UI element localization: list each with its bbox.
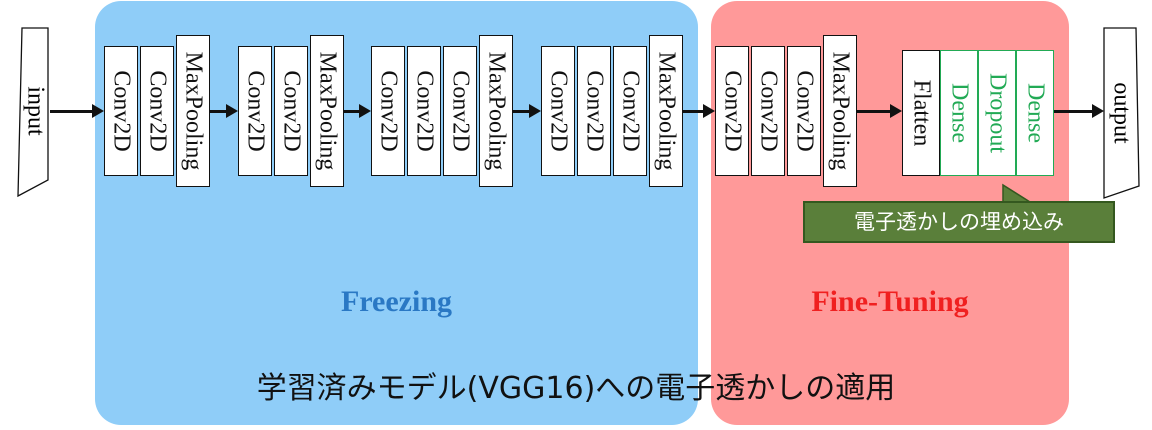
maxpooling-layer: MaxPooling (649, 35, 683, 187)
watermark-dense-layer-label: Dense (946, 83, 973, 143)
conv2d-layer-label: Conv2D (144, 70, 171, 152)
conv2d-layer: Conv2D (371, 46, 405, 176)
maxpooling-layer: MaxPooling (176, 35, 210, 187)
conv2d-layer-label: Conv2D (447, 70, 474, 152)
conv2d-layer-label: Conv2D (108, 70, 135, 152)
watermark-dropout-layer-label: Dropout (984, 73, 1011, 153)
diagram-caption: 学習済みモデル(VGG16)への電子透かしの適用 (256, 371, 896, 406)
watermark-dense-layer: Dense (1016, 50, 1054, 176)
conv2d-layer-label: Conv2D (242, 70, 269, 152)
conv2d-layer-label: Conv2D (791, 70, 818, 152)
maxpooling-layer-label: MaxPooling (827, 51, 854, 171)
arrow-block-1 (210, 104, 238, 118)
conv2d-layer-label: Conv2D (411, 70, 438, 152)
conv2d-layer: Conv2D (577, 46, 611, 176)
conv2d-layer: Conv2D (238, 46, 272, 176)
maxpooling-layer: MaxPooling (310, 35, 344, 187)
input-label: input (22, 86, 49, 136)
conv2d-layer: Conv2D (613, 46, 647, 176)
conv2d-layer: Conv2D (787, 46, 821, 176)
maxpooling-layer: MaxPooling (823, 35, 857, 187)
conv2d-layer: Conv2D (140, 46, 174, 176)
arrow-block-2 (344, 104, 371, 118)
conv2d-layer-label: Conv2D (719, 70, 746, 152)
maxpooling-layer-label: MaxPooling (483, 51, 510, 171)
arrow-input (50, 104, 104, 118)
conv2d-layer: Conv2D (407, 46, 441, 176)
flatten-layer-label: Flatten (908, 79, 935, 147)
maxpooling-layer: MaxPooling (479, 35, 513, 187)
conv2d-layer-label: Conv2D (617, 70, 644, 152)
conv2d-layer: Conv2D (274, 46, 308, 176)
conv2d-layer-label: Conv2D (375, 70, 402, 152)
maxpooling-layer-label: MaxPooling (314, 51, 341, 171)
output-label: output (1108, 82, 1135, 144)
arrow-output (1054, 104, 1104, 118)
freezing-label: Freezing (340, 285, 453, 318)
conv2d-layer-label: Conv2D (581, 70, 608, 152)
input-shape (17, 27, 49, 198)
maxpooling-layer-label: MaxPooling (180, 51, 207, 171)
finetuning-label: Fine-Tuning (811, 285, 969, 318)
arrow-to-flatten (857, 104, 902, 118)
flatten-layer: Flatten (902, 50, 940, 176)
watermark-dense-layer: Dense (940, 50, 978, 176)
conv2d-layer-label: Conv2D (755, 70, 782, 152)
output-shape (1103, 27, 1140, 199)
watermark-dropout-layer: Dropout (978, 50, 1016, 176)
conv2d-layer-label: Conv2D (278, 70, 305, 152)
conv2d-layer-label: Conv2D (545, 70, 572, 152)
conv2d-layer: Conv2D (443, 46, 477, 176)
conv2d-layer: Conv2D (104, 46, 138, 176)
watermark-dense-layer-label: Dense (1022, 83, 1049, 143)
conv2d-layer: Conv2D (715, 46, 749, 176)
maxpooling-layer-label: MaxPooling (653, 51, 680, 171)
watermark-embedding-callout: 電子透かしの埋め込み (803, 201, 1115, 243)
conv2d-layer: Conv2D (541, 46, 575, 176)
conv2d-layer: Conv2D (751, 46, 785, 176)
arrow-block-3 (513, 104, 541, 118)
arrow-block-4 (683, 104, 715, 118)
callout-pointer (1002, 183, 1033, 203)
